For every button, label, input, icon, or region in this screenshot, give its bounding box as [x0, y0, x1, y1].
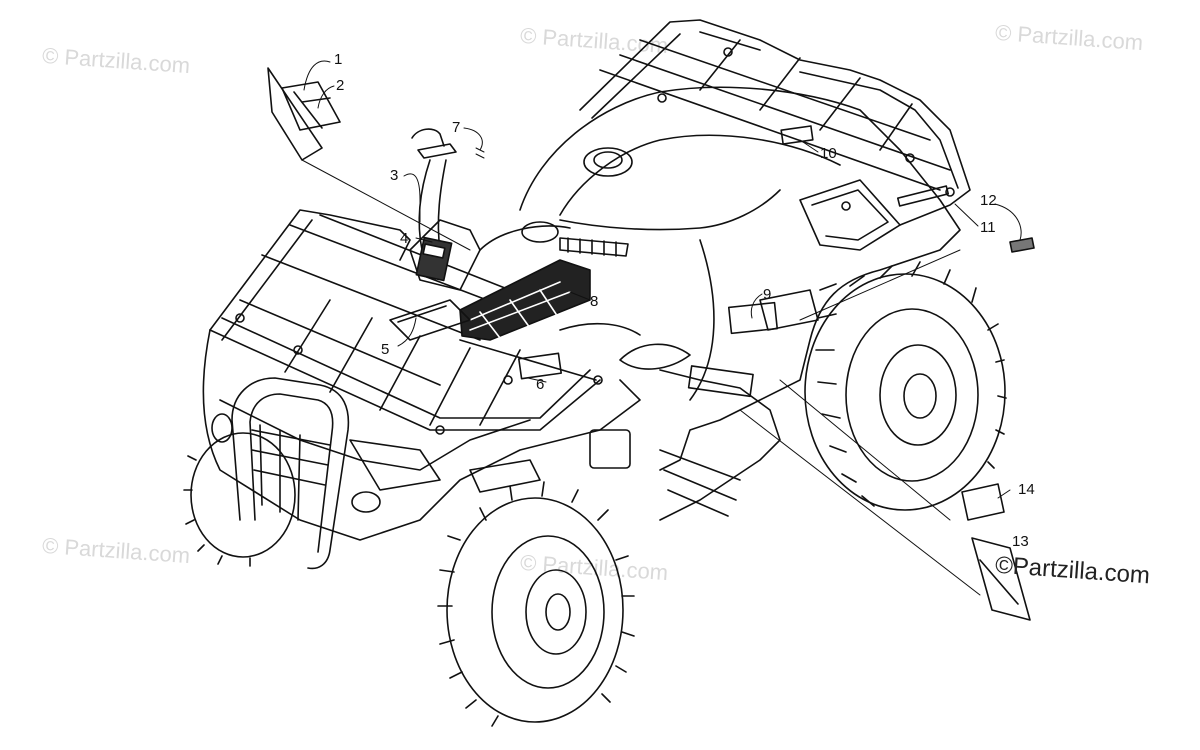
front-fender	[202, 329, 641, 541]
atv-body	[519, 86, 961, 521]
callout-3: 3	[390, 167, 398, 184]
callout-1: 1	[334, 51, 342, 68]
callout-8: 8	[590, 293, 598, 310]
decal-sheet-13	[971, 537, 1031, 621]
instrument-pod	[409, 219, 571, 291]
handlebar	[411, 128, 629, 257]
callout-12: 12	[980, 192, 997, 209]
rear-wheel	[804, 261, 1007, 511]
callout-leaders	[301, 60, 1022, 596]
callout-11: 11	[980, 219, 996, 236]
rear-rack	[579, 19, 971, 251]
callout-7: 7	[452, 119, 460, 136]
front-right-wheel	[437, 481, 635, 727]
callout-13: 13	[1012, 533, 1029, 550]
callout-4: 4	[400, 230, 408, 247]
callout-14: 14	[1018, 481, 1035, 498]
callout-6: 6	[536, 376, 544, 393]
decal-sheet-14	[961, 483, 1005, 521]
callout-labels: 1 2 3 4 5 6 7 8 9 10 11 12 13 14	[334, 51, 1035, 550]
front-bumper	[231, 377, 350, 570]
decal-12	[1009, 237, 1035, 253]
callout-10: 10	[820, 145, 837, 162]
front-left-wheel	[183, 432, 296, 567]
front-rack	[209, 209, 603, 435]
callout-9: 9	[763, 286, 771, 303]
callout-2: 2	[336, 77, 344, 94]
callout-5: 5	[381, 341, 389, 358]
decal-sheet-1-2	[267, 67, 341, 161]
